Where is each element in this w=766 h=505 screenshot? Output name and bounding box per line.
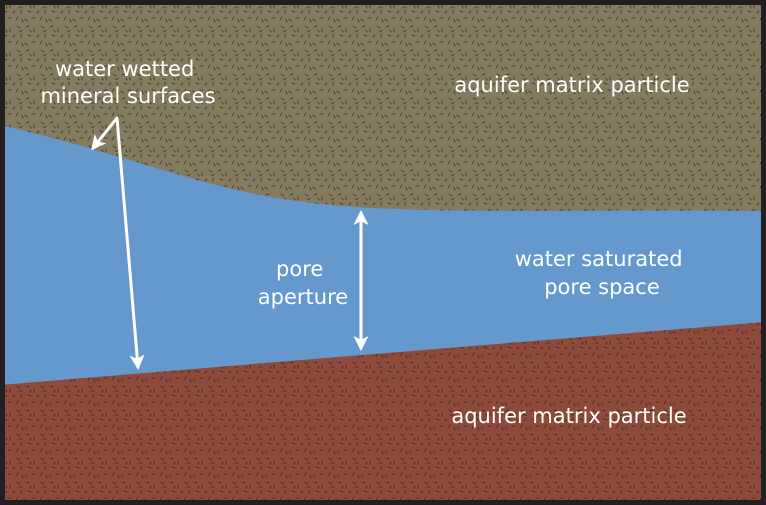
wetted-surfaces-label-line1: water wetted <box>55 57 194 81</box>
saturated-space-label-line2: pore space <box>544 275 660 299</box>
upper-particle-label: aquifer matrix particle <box>454 73 689 97</box>
saturated-space-label: water saturated pore space <box>515 247 690 299</box>
wetted-surface-arrow-upper <box>91 116 119 151</box>
pore-aperture-label-line2: aperture <box>258 285 348 309</box>
arrows <box>91 116 369 370</box>
pore-water <box>0 125 766 385</box>
wetted-surfaces-label-line2: mineral surfaces <box>40 84 215 108</box>
wetted-surface-arrow-lower <box>115 116 145 370</box>
pore-aperture-label: pore aperture <box>258 257 348 309</box>
saturated-space-label-line1: water saturated <box>515 247 683 271</box>
lower-particle-label: aquifer matrix particle <box>451 404 686 428</box>
pore-aperture-label-line1: pore <box>276 257 323 281</box>
wetted-surfaces-label: water wetted mineral surfaces <box>40 57 215 108</box>
